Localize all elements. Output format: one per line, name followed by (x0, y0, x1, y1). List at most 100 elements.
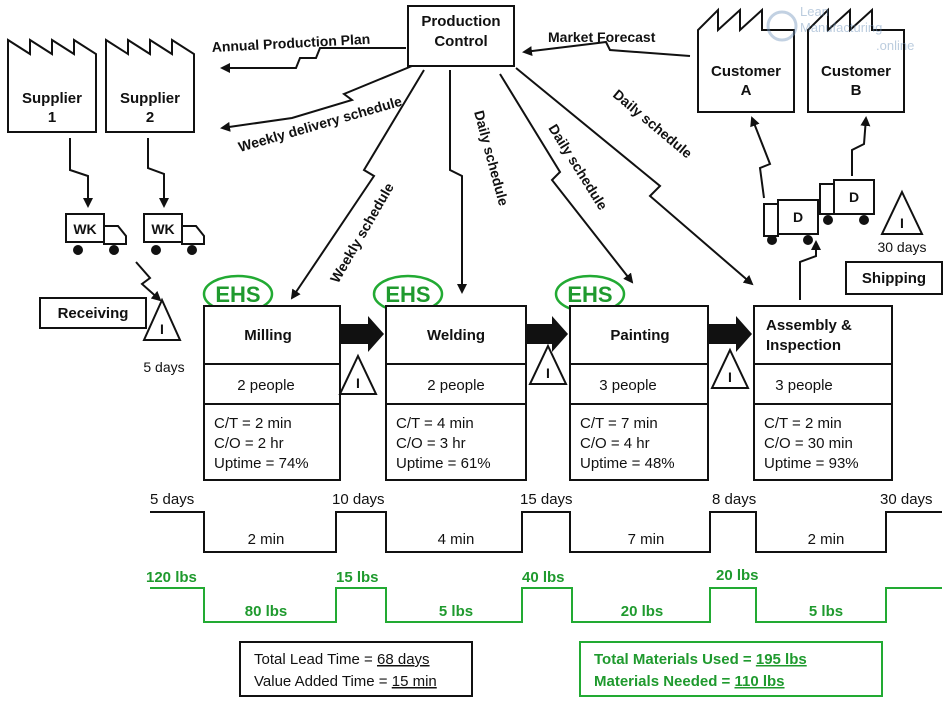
inventory-symbol: I (160, 321, 164, 337)
process-people: 2 people (427, 377, 485, 394)
ehs-badge-milling: EHS (202, 274, 274, 314)
materials-high: 40 lbs (522, 569, 565, 586)
timeline-days: 10 days (332, 491, 385, 508)
assembly-to-shipping-arrow (799, 240, 821, 300)
process-assembly-inspection: Assembly & Inspection 3 people C/T = 2 m… (753, 305, 893, 481)
annual-plan-arrow (220, 47, 406, 73)
timeline-days: 15 days (520, 491, 573, 508)
timeline-days: 30 days (880, 491, 933, 508)
supplier-2-to-truck-arrow (147, 138, 169, 208)
ehs-label: EHS (567, 282, 612, 307)
materials-ladder (150, 587, 942, 623)
weekly-delivery-arrow (220, 65, 413, 132)
process-uptime: Uptime = 74% (214, 455, 309, 472)
materials-high: 20 lbs (716, 567, 759, 584)
timeline-time: 4 min (438, 531, 475, 548)
receiving-inventory-icon: I (142, 297, 182, 341)
inbound-truck-1-label: WK (73, 221, 96, 237)
receiving-box: Receiving (39, 297, 147, 329)
supplier-2-number: 2 (146, 109, 154, 126)
supplier-1-factory-icon: Supplier 1 (7, 38, 97, 133)
customer-a-label: Customer (711, 63, 781, 80)
supplier-2-factory-icon: Supplier 2 (105, 38, 195, 133)
process-people: 2 people (237, 377, 295, 394)
process-changeover: C/O = 30 min (764, 435, 853, 452)
truck-to-customer-a-arrow (750, 116, 772, 199)
push-arrow-1 (340, 316, 384, 352)
push-arrow-3 (708, 316, 752, 352)
market-forecast-arrow (522, 40, 691, 57)
outbound-truck-2-icon: D (819, 179, 875, 225)
materials-high: 120 lbs (146, 569, 197, 586)
timeline-days: 5 days (150, 491, 194, 508)
process-cycle-time: C/T = 7 min (580, 415, 658, 432)
market-forecast-label: Market Forecast (548, 29, 656, 45)
process-uptime: Uptime = 48% (580, 455, 675, 472)
customer-a-factory-icon: Customer A (697, 7, 795, 113)
shipping-days: 30 days (877, 239, 926, 255)
daily-assembly-label: Daily schedule (610, 86, 696, 161)
inventory-symbol: I (728, 369, 732, 385)
materials-low: 20 lbs (621, 603, 664, 620)
process-name-line-2: Inspection (766, 337, 841, 354)
materials-high: 15 lbs (336, 569, 379, 586)
materials-low: 80 lbs (245, 603, 288, 620)
receiving-days: 5 days (143, 359, 184, 375)
daily-welding-label: Daily schedule (471, 109, 512, 208)
inventory-icon-milling-welding: I (338, 353, 378, 395)
supplier-1-to-truck-arrow (69, 138, 93, 208)
production-control-box: Production Control (407, 5, 515, 67)
production-control-label-2: Control (434, 33, 487, 50)
process-welding: Welding 2 people C/T = 4 min C/O = 3 hr … (385, 305, 527, 481)
total-materials-used: Total Materials Used = 195 lbs (594, 651, 807, 668)
daily-assembly-arrow (515, 67, 754, 286)
total-lead-time: Total Lead Time = 68 days (254, 651, 430, 668)
customer-b-letter: B (851, 82, 862, 99)
materials-needed: Materials Needed = 110 lbs (594, 673, 785, 690)
materials-low: 5 lbs (439, 603, 473, 620)
materials-low: 5 lbs (809, 603, 843, 620)
timeline-time: 2 min (248, 531, 285, 548)
watermark-line-2: Manufacturing (800, 20, 882, 35)
truck-to-receiving-arrow (135, 261, 162, 302)
process-changeover: C/O = 3 hr (396, 435, 466, 452)
receiving-label: Receiving (58, 305, 129, 322)
inventory-symbol: I (546, 365, 550, 381)
value-added-time: Value Added Time = 15 min (254, 673, 437, 690)
ehs-badge-painting: EHS (554, 274, 626, 314)
materials-summary-box: Total Materials Used = 195 lbs Materials… (579, 641, 883, 697)
inbound-truck-2-label: WK (151, 221, 174, 237)
process-cycle-time: C/T = 2 min (214, 415, 292, 432)
push-arrow-2 (526, 316, 568, 352)
daily-painting-label: Daily schedule (545, 121, 611, 213)
process-cycle-time: C/T = 2 min (764, 415, 842, 432)
inventory-symbol: I (900, 215, 904, 231)
process-people: 3 people (775, 377, 833, 394)
process-cycle-time: C/T = 4 min (396, 415, 474, 432)
process-people: 3 people (599, 377, 657, 394)
production-control-label: Production (421, 13, 500, 30)
watermark-line-1: Lean (800, 4, 829, 19)
process-name: Assembly & (766, 317, 852, 334)
process-changeover: C/O = 4 hr (580, 435, 650, 452)
watermark-line-3: .online (876, 38, 914, 53)
inventory-symbol: I (356, 375, 360, 391)
process-name: Milling (244, 327, 292, 344)
customer-a-letter: A (741, 82, 752, 99)
supplier-1-label: Supplier (22, 90, 82, 107)
timeline-days: 8 days (712, 491, 756, 508)
process-changeover: C/O = 2 hr (214, 435, 284, 452)
shipping-box: Shipping (845, 261, 943, 295)
annual-plan-label: Annual Production Plan (211, 31, 370, 55)
customer-b-label: Customer (821, 63, 891, 80)
weekly-schedule-arrow (290, 69, 425, 300)
supplier-2-label: Supplier (120, 90, 180, 107)
inventory-icon-welding-painting: I (528, 343, 568, 385)
outbound-truck-2-label: D (849, 189, 859, 205)
customer-b-factory-icon: Customer B (807, 7, 905, 113)
process-uptime: Uptime = 61% (396, 455, 491, 472)
process-name: Painting (610, 327, 669, 344)
inbound-truck-2-icon: WK (143, 213, 205, 255)
process-milling: Milling 2 people C/T = 2 min C/O = 2 hr … (203, 305, 341, 481)
